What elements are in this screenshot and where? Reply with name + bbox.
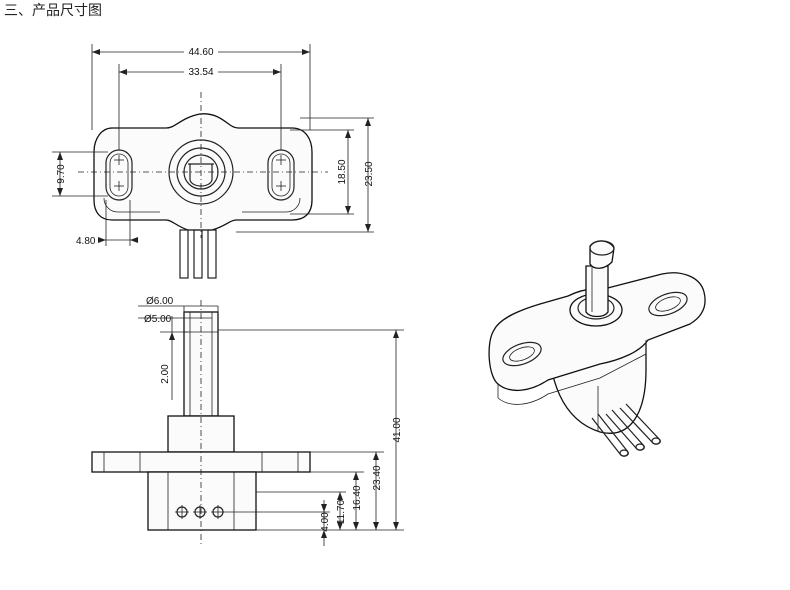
dim-shaft-inner: Ø5.00 <box>144 314 172 325</box>
dim-slot-spacing: 33.54 <box>188 67 213 78</box>
side-view: Ø6.00 Ø5.00 2.00 41.00 23.40 16.40 11.70 <box>91 296 404 546</box>
dim-to-flange: 23.40 <box>372 465 383 490</box>
slot-centers <box>114 155 286 191</box>
right-slot-inner <box>271 153 291 197</box>
flange-edge-left <box>103 197 160 213</box>
dim-slot-width: 4.80 <box>76 236 96 247</box>
iso-pins <box>591 403 661 457</box>
flange-edge-right <box>242 197 301 213</box>
dim-to-body: 16.40 <box>352 485 363 510</box>
dim-pin-offset: 4.00 <box>320 512 331 532</box>
iso-shaft <box>585 265 609 318</box>
top-view: 44.60 33.54 9.70 4.80 18.50 23.50 <box>52 44 375 279</box>
iso-flange <box>488 272 706 391</box>
dim-shaft-outer: Ø6.00 <box>146 296 174 307</box>
dim-to-pins: 11.70 <box>336 499 347 524</box>
dim-total-height: 41.00 <box>392 417 403 442</box>
iso-slots <box>502 291 688 367</box>
dim-inner-height: 18.50 <box>337 159 348 184</box>
dim-overall-width: 44.60 <box>188 47 213 58</box>
dim-slot-height: 9.70 <box>56 164 67 184</box>
flange-outline <box>93 113 313 231</box>
lower-body <box>147 471 257 531</box>
section-heading: 三、产品尺寸图 <box>4 3 102 19</box>
dim-outer-height: 23.50 <box>364 161 375 186</box>
isometric-view <box>488 240 706 457</box>
left-slot-inner <box>109 153 129 197</box>
pin-holes <box>175 505 225 519</box>
connector-pins <box>179 229 217 279</box>
dim-shaft-flat: 2.00 <box>160 364 171 384</box>
